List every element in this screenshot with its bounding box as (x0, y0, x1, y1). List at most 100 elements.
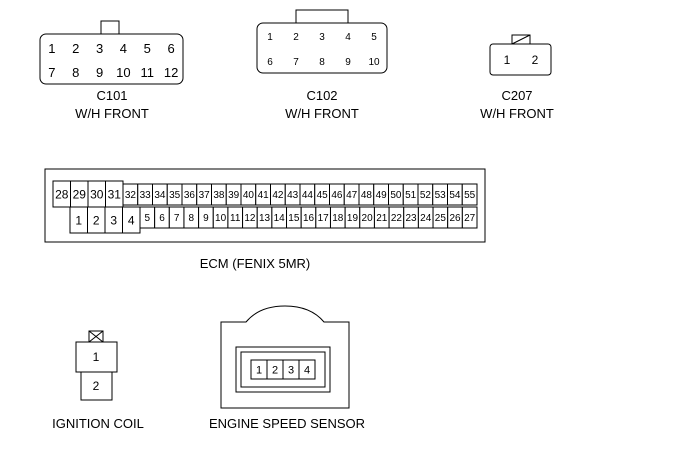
ecm-pin-20-number: 20 (362, 213, 374, 224)
ecm-pin-19-number: 19 (347, 213, 359, 224)
c102-pin: 6 (267, 57, 273, 68)
c102-pin: 3 (319, 32, 325, 43)
ecm-pin-55-cell (461, 183, 478, 206)
c101-pin: 1 (48, 41, 55, 56)
c102-pin: 1 (267, 32, 273, 43)
ignition-coil-latch-x2 (88, 330, 104, 343)
c101-id-label: C101 (96, 88, 127, 103)
ecm-pin-11-number: 11 (230, 213, 241, 224)
ecm-pin-32-number: 32 (125, 190, 137, 201)
ecm-pin-37-number: 37 (199, 190, 211, 201)
c101-pin: 8 (72, 65, 79, 80)
ecm-pin-43-number: 43 (287, 190, 299, 201)
ecm-pin-24-number: 24 (420, 213, 432, 224)
ecm-pin-41-number: 41 (258, 190, 270, 201)
ecm-pin-40-number: 40 (243, 190, 255, 201)
ecm-pin-23-number: 23 (406, 213, 418, 224)
engine-speed-sensor-pin-number: 4 (304, 364, 310, 376)
ecm-pin-6-number: 6 (159, 213, 165, 224)
c102-id-label: C102 (306, 88, 337, 103)
ecm-pin-14-number: 14 (274, 213, 286, 224)
ecm-pin-4-number: 4 (128, 213, 135, 227)
ecm-pin-52-number: 52 (420, 190, 432, 201)
engine-speed-sensor-pin-cell (298, 359, 316, 380)
ecm-pin-38-number: 38 (213, 190, 225, 201)
ecm-pin-1-number: 1 (75, 213, 82, 227)
ecm-pin-10-number: 10 (215, 213, 227, 224)
ecm-pin-26-number: 26 (449, 213, 461, 224)
c101-pin: 11 (141, 65, 155, 80)
c101-pin: 4 (120, 41, 127, 56)
ecm-pin-50-number: 50 (390, 190, 402, 201)
c102-pin: 10 (368, 57, 380, 68)
c102-pin: 5 (371, 32, 377, 43)
c102-pin: 7 (293, 57, 299, 68)
ignition-coil-lower-body (80, 371, 113, 401)
ecm-pin-9-number: 9 (203, 213, 209, 224)
ecm-pin-47-number: 47 (346, 190, 358, 201)
ecm-pin-28-number: 28 (55, 187, 69, 201)
ecm-pin-31-number: 31 (108, 187, 122, 201)
c101-pin: 2 (72, 41, 79, 56)
ecm-pin-27-number: 27 (464, 213, 476, 224)
ecm-pin-5-number: 5 (145, 213, 151, 224)
ecm-label: ECM (FENIX 5MR) (200, 256, 311, 271)
connector-ignition-coil: 1 2 IGNITION COIL (52, 330, 144, 431)
ecm-pin-53-number: 53 (435, 190, 447, 201)
engine-speed-sensor-label: ENGINE SPEED SENSOR (209, 416, 365, 431)
ecm-pin-7-number: 7 (174, 213, 180, 224)
ecm-pin-29-number: 29 (73, 187, 87, 201)
ecm-pin-16-number: 16 (303, 213, 315, 224)
ecm-pin-8-number: 8 (189, 213, 195, 224)
c102-pin: 8 (319, 57, 325, 68)
c101-pin: 5 (144, 41, 151, 56)
ecm-pin-51-number: 51 (405, 190, 417, 201)
ecm-pin-45-number: 45 (317, 190, 329, 201)
ecm-pin-22-number: 22 (391, 213, 403, 224)
ignition-coil-body (75, 341, 118, 373)
engine-speed-sensor-pin-number: 3 (288, 364, 294, 376)
c101-body (39, 33, 184, 85)
ecm-pin-12-number: 12 (244, 213, 256, 224)
ecm-pin-33-number: 33 (140, 190, 152, 201)
c102-pin: 2 (293, 32, 299, 43)
ecm-pin-36-number: 36 (184, 190, 196, 201)
c207-id-label: C207 (501, 88, 532, 103)
ecm-pin-46-number: 46 (331, 190, 343, 201)
ecm-pin-35-number: 35 (169, 190, 181, 201)
ignition-coil-pin: 2 (93, 379, 100, 393)
ecm-pin-17-number: 17 (318, 213, 330, 224)
ignition-coil-label: IGNITION COIL (52, 416, 144, 431)
c101-latch (100, 20, 120, 35)
c101-pin: 10 (116, 65, 130, 80)
ecm-pin-27-cell (461, 206, 478, 229)
c207-latch-mark (511, 34, 531, 45)
c207-pin: 1 (504, 53, 511, 67)
ecm-pin-39-number: 39 (228, 190, 240, 201)
engine-speed-sensor-pin-number: 1 (256, 364, 262, 376)
c101-pin: 3 (96, 41, 103, 56)
engine-speed-sensor-pin-number: 2 (272, 364, 278, 376)
c102-latch (295, 9, 349, 24)
ecm-pin-15-number: 15 (288, 213, 300, 224)
ecm-pin-54-number: 54 (449, 190, 461, 201)
c207-location-label: W/H FRONT (480, 106, 554, 121)
c101-pin: 6 (167, 41, 174, 56)
ecm-pin-25-number: 25 (435, 213, 447, 224)
c101-pin: 7 (48, 65, 55, 80)
c101-pin: 12 (164, 65, 178, 80)
c101-pin: 9 (96, 65, 103, 80)
c207-pin: 2 (532, 53, 539, 67)
ecm-pin-18-number: 18 (332, 213, 344, 224)
ecm-pin-55-number: 55 (464, 190, 476, 201)
c102-pin: 9 (345, 57, 351, 68)
c101-location-label: W/H FRONT (75, 106, 149, 121)
